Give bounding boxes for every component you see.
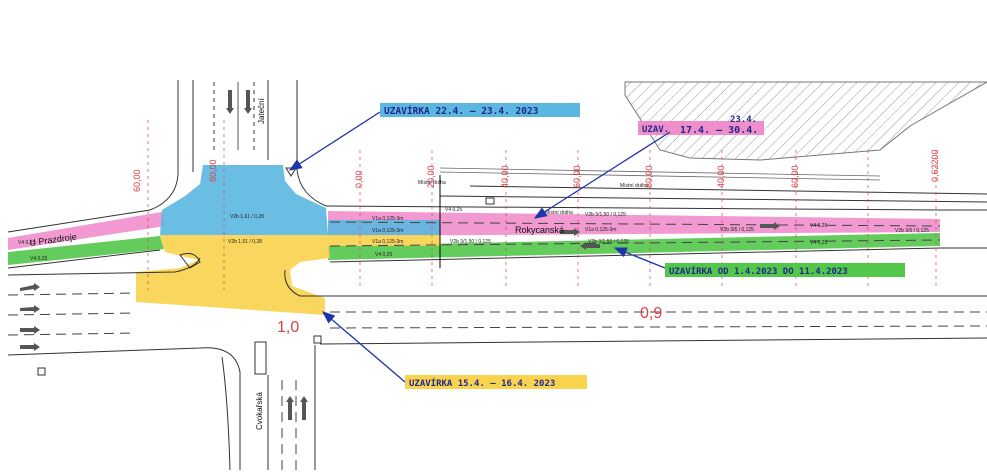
green-zone-east xyxy=(328,233,940,260)
station-label: 80,00 xyxy=(208,159,218,182)
lane-label: V2b 3/1,50 / 0,125 xyxy=(450,239,491,245)
lane-label: V1a 0,125-3m xyxy=(372,216,403,222)
lane-arrow-icon xyxy=(760,222,780,230)
station-label: 60,00 xyxy=(572,165,582,188)
station-label: 60,00 xyxy=(790,165,800,188)
yellow-callout-bg xyxy=(405,375,587,389)
station-label: 0,00 xyxy=(354,170,364,188)
lane-label: V1a 0,125-3m xyxy=(372,228,403,234)
pink-callout-bg xyxy=(638,121,764,135)
station-label: 60,00 xyxy=(132,169,142,192)
blue-closure-label: UZAVÍRKA 22.4. – 23.4. 2023 xyxy=(384,105,539,117)
yellow-callout-arrow xyxy=(322,311,406,383)
lane-label: V4 0,25 xyxy=(445,207,462,213)
stop-shelter xyxy=(485,197,495,205)
lane-arrow-icon xyxy=(20,326,40,334)
track-label: Místní dráha xyxy=(418,180,446,186)
km-mark-left: 1,0 xyxy=(277,319,299,336)
station-label: 40,00 xyxy=(716,165,726,188)
station-label: 40,00 xyxy=(500,165,510,188)
lane-label: V2b 3/6 / 0,125 xyxy=(895,228,929,234)
lane-label: V2b 1,61 / 0,28 xyxy=(230,214,264,220)
lane-label: V4 0,25 xyxy=(810,223,827,229)
lane-label: V4 0,25 xyxy=(810,240,827,246)
blue-callout-arrow xyxy=(288,111,381,171)
track-label: Místní dráha xyxy=(620,183,648,189)
street-label-south: Cvokařská xyxy=(255,392,264,430)
lane-arrow-icon xyxy=(286,396,294,420)
green-zone-west xyxy=(8,236,164,265)
lane-label: V1a 0,125-3m xyxy=(585,227,616,233)
lane-markings xyxy=(7,221,987,470)
pink-closure-note: 23.4. xyxy=(730,115,757,125)
lane-label: V4 0,25 xyxy=(18,240,35,246)
blue-zone-east xyxy=(328,220,440,235)
green-callout-arrow xyxy=(613,247,666,269)
lane-arrow-icon xyxy=(300,396,308,420)
lane-arrow-icon xyxy=(580,242,600,250)
lane-labels: V2b 1,61 / 0,28 V2b 1,61 / 0,28 V4 0,25 … xyxy=(18,180,929,262)
signal-box xyxy=(313,335,322,344)
signal-box xyxy=(37,367,46,376)
stationing-lines xyxy=(147,120,937,290)
station-label: 0,62200 xyxy=(930,149,940,182)
km-mark-right: 0,9 xyxy=(640,305,662,322)
stationing-labels: 60,00 80,00 0,00 20,00 40,00 60,00 80,00… xyxy=(132,149,940,192)
closure-zones xyxy=(8,165,940,315)
station-label: 80,00 xyxy=(644,165,654,188)
closure-callouts: UZAVÍRKA 22.4. – 23.4. 2023 UZAV. 17.4. … xyxy=(288,103,905,389)
blue-zone xyxy=(160,165,328,235)
pink-callout-arrow xyxy=(533,131,671,219)
lane-arrow-icon xyxy=(244,90,252,114)
pink-closure-dates: 17.4. – 30.4. xyxy=(680,125,758,136)
lane-arrow-icon xyxy=(20,283,40,291)
street-label-main: Rokycanská xyxy=(515,225,564,235)
lane-label: V2b 3/1,50 / 0,125 xyxy=(588,239,629,245)
lane-arrow-icon xyxy=(560,228,580,236)
lane-label: V1a 0,125-3m xyxy=(372,239,403,245)
yellow-closure-label: UZAVÍRKA 15.4. – 16.4. 2023 xyxy=(409,377,555,389)
green-closure-label: UZAVÍRKA OD 1.4.2023 DO 11.4.2023 xyxy=(669,265,848,277)
pink-closure-prefix: UZAV. xyxy=(642,125,669,135)
blue-callout-bg xyxy=(380,103,580,117)
lane-label: V2b 1,61 / 0,28 xyxy=(228,239,262,245)
lane-arrow-icon xyxy=(226,90,234,114)
direction-arrows xyxy=(20,90,780,420)
green-callout-bg xyxy=(665,263,905,277)
yellow-zone-east xyxy=(328,235,440,246)
lane-arrow-icon xyxy=(20,305,40,313)
track-lines xyxy=(439,167,881,181)
lane-label: V4 0,25 xyxy=(30,256,47,262)
yellow-zone xyxy=(136,235,330,315)
building-block xyxy=(624,81,987,161)
lane-arrow-icon xyxy=(20,343,40,351)
track-label: Místní dráha xyxy=(545,210,573,216)
station-label: 20,00 xyxy=(426,165,436,188)
lane-label: V4 0,25 xyxy=(375,252,392,258)
lane-label: V2b 3/6 / 0,125 xyxy=(720,227,754,233)
lane-label: V2b 3/1,50 / 0,125 xyxy=(585,212,626,218)
street-label-north: Jateční xyxy=(257,97,266,124)
pink-zone-west xyxy=(8,212,166,250)
road-lines xyxy=(7,80,987,471)
